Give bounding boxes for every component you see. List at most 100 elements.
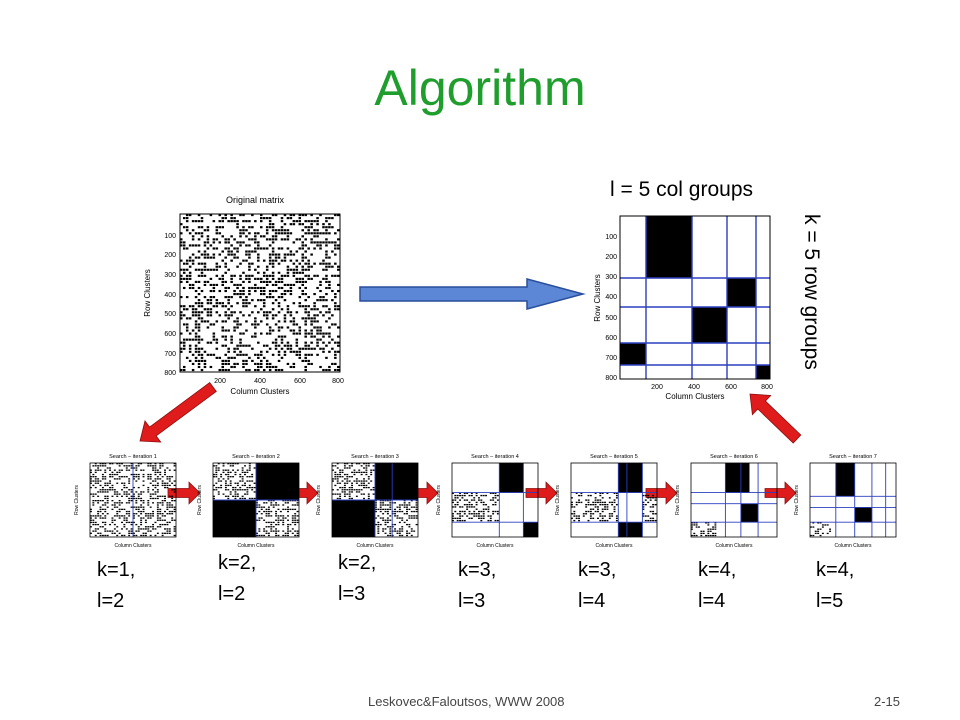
k-value: k=3, [458, 559, 497, 581]
matrix-cell [298, 332, 302, 335]
matrix-cell [161, 484, 164, 487]
matrix-cell [227, 469, 230, 471]
matrix-cell [599, 492, 602, 494]
matrix-cell [575, 501, 578, 504]
matrix-cell [245, 359, 248, 362]
matrix-cell [292, 323, 296, 326]
matrix-cell [221, 220, 224, 223]
matrix-cell [304, 329, 307, 332]
matrix-cell [262, 274, 266, 277]
matrix-cell [331, 347, 334, 350]
matrix-cell [277, 353, 281, 356]
matrix-cell [475, 503, 478, 506]
matrix-cell [353, 471, 356, 474]
matrix-cell [142, 510, 145, 513]
matrix-cell [337, 326, 340, 329]
matrix-cell [242, 214, 245, 217]
matrix-cell [233, 274, 236, 277]
matrix-cell [140, 463, 143, 465]
matrix-cell [90, 519, 92, 521]
matrix-cell [611, 515, 614, 517]
matrix-cell [209, 314, 213, 317]
matrix-cell [331, 289, 334, 293]
matrix-cell [173, 530, 176, 532]
matrix-cell [611, 503, 614, 506]
matrix-cell [256, 506, 258, 508]
matrix-cell [168, 469, 171, 471]
matrix-cell [343, 473, 346, 476]
matrix-cell [149, 526, 152, 528]
matrix-cell [92, 476, 95, 478]
matrix-cell [212, 353, 216, 356]
matrix-cell [401, 528, 404, 530]
matrix-cell [322, 223, 325, 226]
matrix-cell [116, 478, 119, 480]
matrix-cell [277, 519, 280, 521]
matrix-cell [613, 506, 616, 508]
matrix-cell [257, 241, 260, 244]
matrix-cell [224, 247, 227, 250]
matrix-cell [224, 256, 227, 259]
matrix-cell [585, 503, 588, 506]
matrix-cell [200, 347, 204, 350]
matrix-block [646, 216, 692, 278]
matrix-cell [494, 519, 497, 522]
matrix-cell [286, 326, 290, 329]
matrix-cell [589, 515, 592, 517]
matrix-cell [149, 482, 152, 484]
matrix-cell [461, 515, 464, 517]
matrix-cell [188, 338, 192, 341]
matrix-cell [147, 502, 150, 504]
matrix-cell [229, 491, 232, 493]
matrix-cell [647, 519, 650, 522]
matrix-cell [254, 362, 257, 366]
matrix-cell [470, 503, 473, 506]
matrix-cell [592, 513, 595, 515]
matrix-cell [161, 463, 164, 465]
matrix-cell [242, 344, 245, 347]
matrix-cell [337, 350, 340, 353]
matrix-cell [456, 517, 459, 520]
matrix-cell [396, 515, 399, 517]
matrix-cell [313, 247, 316, 250]
matrix-cell [316, 232, 319, 235]
matrix-cell [260, 308, 263, 311]
matrix-cell [358, 480, 361, 482]
matrix-cell [812, 522, 815, 524]
matrix-cell [301, 359, 304, 362]
matrix-cell [348, 493, 351, 495]
xtick-label: 800 [761, 384, 773, 391]
matrix-cell [277, 530, 280, 532]
matrix-cell [118, 500, 121, 502]
matrix-cell [242, 229, 245, 232]
matrix-cell [298, 247, 302, 250]
matrix-cell [239, 476, 242, 478]
matrix-cell [217, 480, 220, 482]
matrix-cell [461, 506, 464, 508]
matrix-cell [246, 480, 249, 482]
matrix-cell [230, 280, 233, 283]
matrix-cell [277, 326, 281, 329]
matrix-cell [271, 329, 275, 332]
matrix-cell [328, 332, 331, 335]
matrix-cell [101, 465, 104, 467]
matrix-cell [229, 480, 232, 482]
matrix-cell [166, 530, 169, 532]
matrix-cell [310, 214, 313, 217]
matrix-cell [295, 220, 299, 223]
matrix-cell [693, 532, 696, 535]
matrix-cell [304, 250, 307, 253]
matrix-cell [90, 521, 92, 524]
matrix-cell [248, 476, 251, 478]
matrix-cell [218, 232, 222, 235]
matrix-cell [116, 471, 119, 474]
matrix-cell [589, 494, 592, 497]
matrix-cell [90, 532, 92, 534]
matrix-cell [292, 302, 296, 305]
matrix-cell [283, 232, 287, 235]
matrix-cell [241, 495, 244, 497]
matrix-cell [571, 506, 573, 508]
matrix-cell [456, 519, 459, 522]
matrix-cell [227, 268, 230, 271]
matrix-cell [221, 335, 224, 338]
